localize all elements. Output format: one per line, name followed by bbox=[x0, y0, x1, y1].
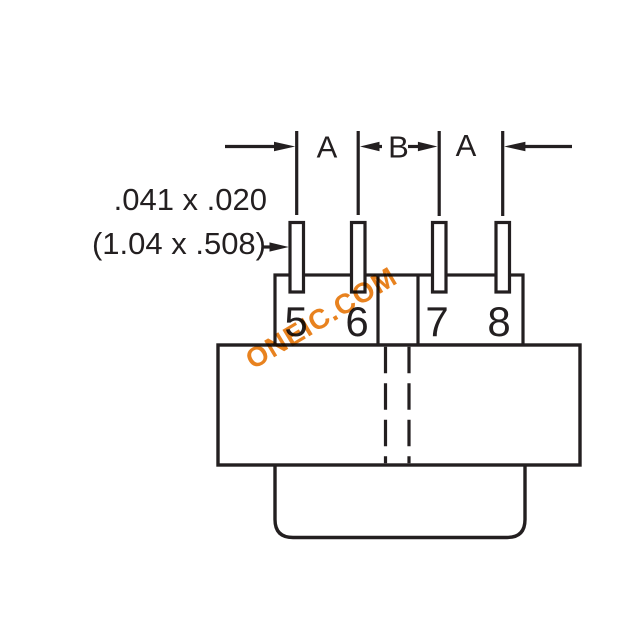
dimension-group: A B A bbox=[225, 128, 572, 216]
pin-numbers: 5 6 7 8 bbox=[284, 298, 510, 345]
dim-arrow-left-head bbox=[274, 141, 296, 152]
component-base bbox=[273, 464, 527, 540]
dim-label-a-right: A bbox=[456, 128, 477, 163]
pin-number-8: 8 bbox=[487, 298, 510, 345]
pin-size-note: .041 x .020 (1.04 x .508) bbox=[92, 182, 289, 261]
note-leader-head bbox=[269, 242, 289, 252]
dim-arrow-b-right bbox=[408, 141, 438, 152]
pin-number-5: 5 bbox=[284, 298, 307, 345]
note-leader-arrow bbox=[263, 242, 289, 252]
pin-lead-5 bbox=[288, 220, 306, 294]
pin-leads bbox=[288, 220, 512, 294]
component-body-group bbox=[216, 343, 582, 467]
pin-header bbox=[273, 273, 525, 347]
dim-arrow-b-right-head bbox=[417, 141, 438, 152]
dim-label-a-left: A bbox=[317, 130, 338, 165]
dim-arrow-b-left bbox=[360, 141, 382, 152]
dim-label-b: B bbox=[388, 130, 409, 165]
pin-lead-8 bbox=[494, 220, 512, 294]
component-body bbox=[216, 343, 582, 467]
pin-lead-7 bbox=[430, 220, 448, 294]
pin-lead-6 bbox=[349, 220, 367, 294]
dim-arrow-right bbox=[504, 141, 572, 152]
pin-size-note-line1: .041 x .020 bbox=[114, 182, 267, 217]
pin-header-block bbox=[273, 273, 525, 347]
dim-arrow-right-head bbox=[504, 141, 526, 152]
dim-arrow-left bbox=[225, 141, 296, 152]
pin-size-note-line2: (1.04 x .508) bbox=[92, 226, 266, 261]
dim-arrow-b-left-head bbox=[360, 141, 380, 152]
pin-number-7: 7 bbox=[425, 298, 448, 345]
pin-number-6: 6 bbox=[345, 298, 368, 345]
